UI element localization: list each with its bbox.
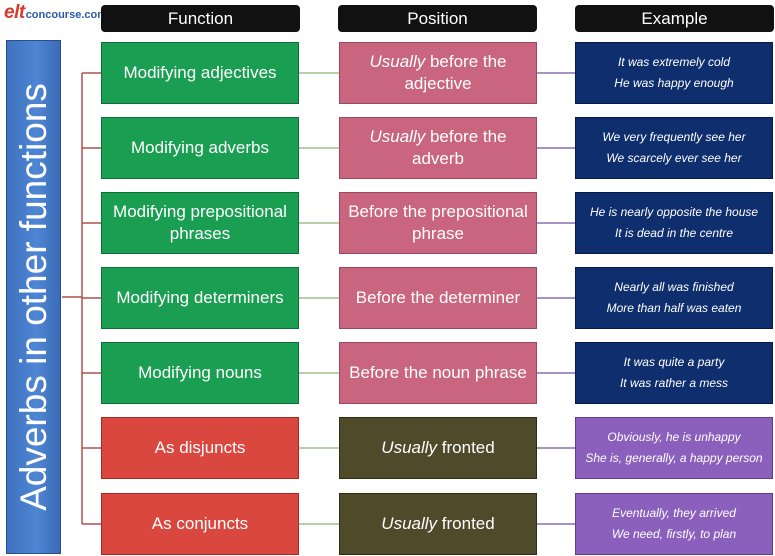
example-box: Eventually, they arrived We need, firstly…: [575, 493, 773, 555]
example-line: We scarcely ever see her: [606, 151, 742, 165]
position-text: Before the determiner: [355, 287, 521, 307]
example-box: He is nearly opposite the house It is dea…: [575, 192, 773, 254]
example-line: Obviously, he is unhappy: [607, 430, 741, 444]
function-box: Modifying adjectives: [101, 42, 299, 104]
position-text: before the adjective: [404, 51, 507, 93]
header-example: Example: [575, 5, 774, 32]
position-emphasis: Usually: [381, 513, 438, 533]
example-line: It was rather a mess: [619, 376, 729, 390]
example-line: It was quite a party: [623, 355, 725, 369]
function-box: Modifying adverbs: [101, 117, 299, 179]
position-text: fronted: [437, 437, 495, 457]
position-box: Usually before the adjective: [339, 42, 537, 104]
example-line: Eventually, they arrived: [612, 506, 736, 520]
example-box: We very frequently see her We scarcely ev…: [575, 117, 773, 179]
position-box: Before the prepositional phrase: [339, 192, 537, 254]
example-line: It was extremely cold: [617, 55, 731, 69]
position-emphasis: Usually: [381, 437, 438, 457]
example-line: It is dead in the centre: [614, 226, 734, 240]
example-line: Nearly all was finished: [614, 280, 734, 294]
position-box: Usually fronted: [339, 417, 537, 479]
function-box: Modifying determiners: [101, 267, 299, 329]
example-line: We very frequently see her: [602, 130, 746, 144]
position-box: Before the noun phrase: [339, 342, 537, 404]
side-title-box: Adverbs in other functions: [6, 40, 61, 554]
example-line: We need, firstly, to plan: [611, 527, 737, 541]
position-text: Before the noun phrase: [349, 362, 527, 382]
position-box: Usually before the adverb: [339, 117, 537, 179]
header-function: Function: [101, 5, 300, 32]
position-box: Usually fronted: [339, 493, 537, 555]
example-line: She is, generally, a happy person: [585, 451, 763, 465]
example-line: He was happy enough: [614, 76, 734, 90]
position-emphasis: Usually: [369, 51, 426, 71]
position-text: before the adverb: [412, 126, 507, 168]
example-line: More than half was eaten: [606, 301, 742, 315]
example-box: It was extremely cold He was happy enough: [575, 42, 773, 104]
position-emphasis: Usually: [369, 126, 426, 146]
position-text: fronted: [437, 513, 495, 533]
function-box: Modifying nouns: [101, 342, 299, 404]
logo-elt: elt: [4, 2, 25, 23]
function-box: As disjuncts: [101, 417, 299, 479]
site-logo[interactable]: elt concourse.com: [4, 2, 107, 24]
header-position: Position: [338, 5, 537, 32]
function-box: Modifying prepositional phrases: [101, 192, 299, 254]
logo-domain: concourse.com: [25, 9, 107, 21]
example-line: He is nearly opposite the house: [589, 205, 759, 219]
position-text: Before the prepositional phrase: [348, 201, 528, 243]
position-box: Before the determiner: [339, 267, 537, 329]
example-box: It was quite a party It was rather a mess: [575, 342, 773, 404]
function-box: As conjuncts: [101, 493, 299, 555]
